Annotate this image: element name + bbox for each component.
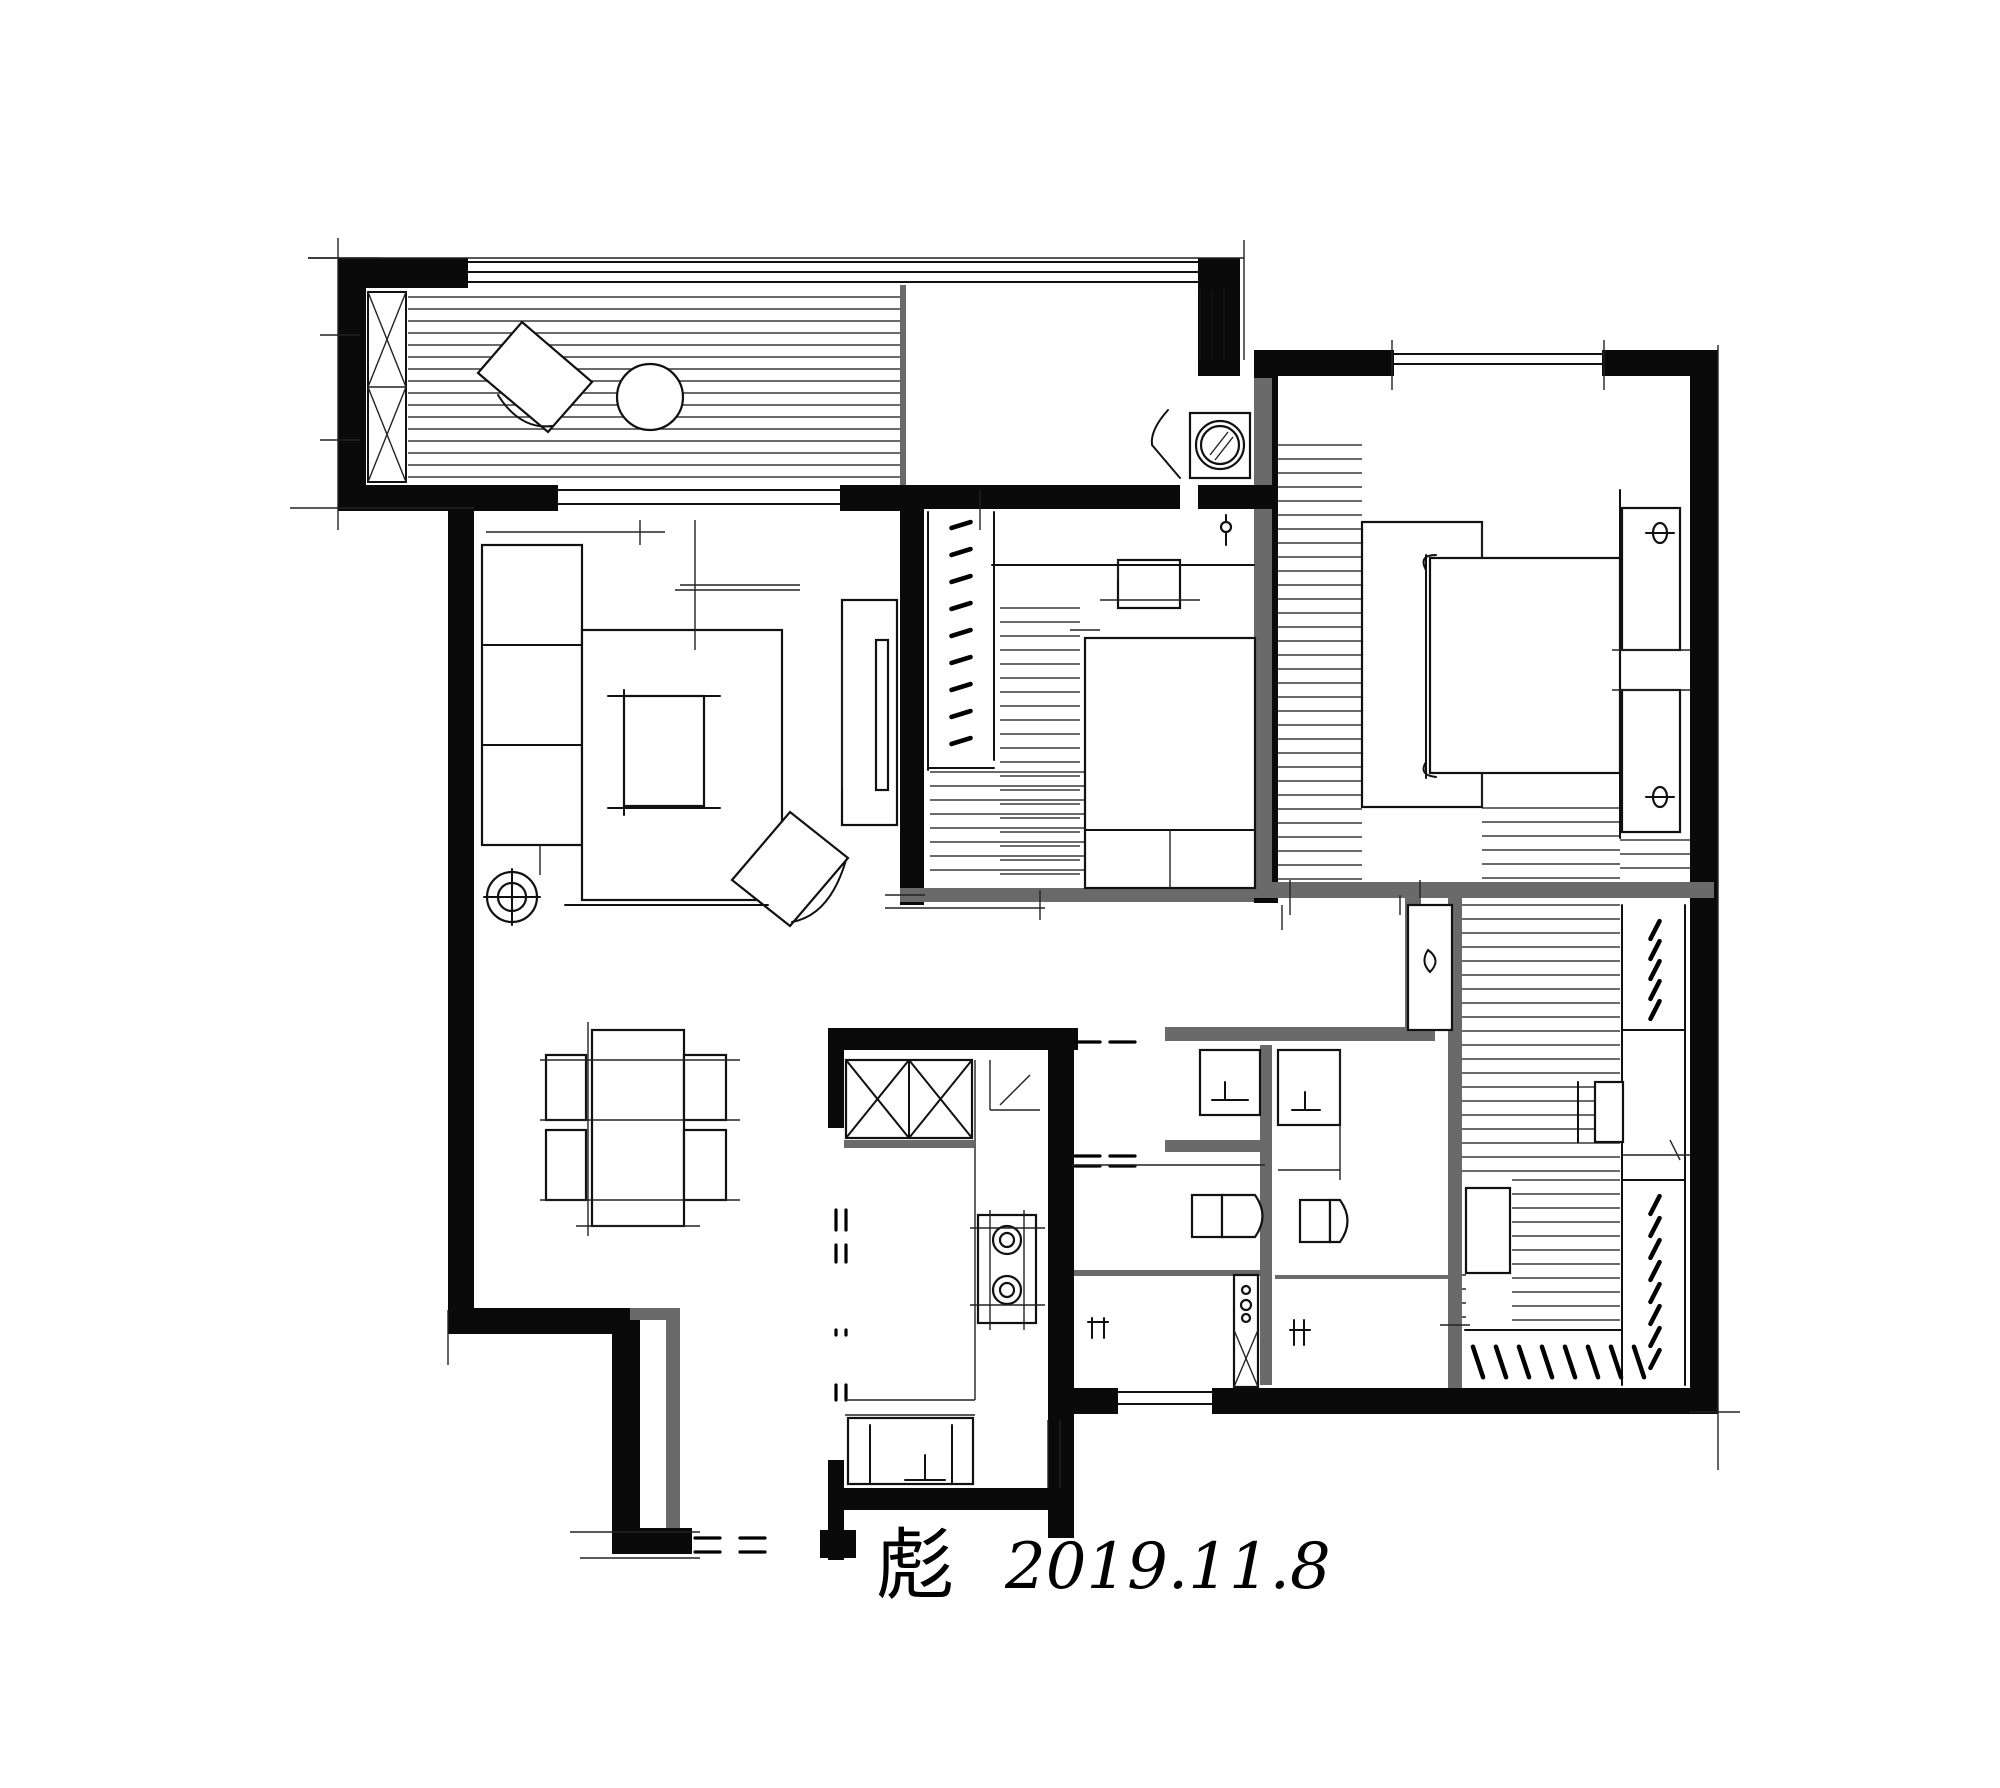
wardrobe-hanger-icon — [1648, 938, 1662, 962]
coffee-table — [607, 689, 721, 816]
washing-machine-icon — [1194, 419, 1246, 471]
bedroom-2 — [927, 490, 1257, 920]
wardrobe-hanger-icon — [1648, 1193, 1662, 1217]
wardrobe-hanger-icon — [949, 735, 973, 747]
storage-shelf — [1232, 1273, 1260, 1389]
wardrobe-hanger-icon — [1470, 1344, 1486, 1380]
signature-block: 彪 2019.11.8 — [876, 1521, 1331, 1611]
windows — [308, 257, 1605, 1488]
side-table — [615, 362, 685, 432]
bedroom-2-floor — [930, 607, 1085, 875]
wardrobe-hanger-icon — [1562, 1344, 1578, 1380]
toilet — [1298, 1198, 1349, 1244]
armchair — [730, 810, 850, 928]
wardrobe-hanger-icon — [1648, 1259, 1662, 1283]
wardrobe-hanger-icon — [1648, 1215, 1662, 1239]
stove-burner-icon — [970, 1210, 1045, 1330]
wardrobe-hanger-icon — [1608, 1344, 1624, 1380]
dining-chair — [544, 1053, 588, 1122]
master-bedroom-floor — [1275, 444, 1690, 880]
wardrobe — [1621, 904, 1686, 1386]
lounge-chair — [476, 320, 594, 434]
shower — [1087, 1317, 1311, 1346]
wardrobe-hanger-icon — [949, 708, 973, 720]
bedroom-3 — [1406, 903, 1690, 1386]
wardrobe-hanger-icon — [1631, 1344, 1647, 1380]
bathroom — [1072, 1048, 1349, 1389]
wardrobe-hanger-icon — [1648, 1325, 1662, 1349]
bed — [1360, 489, 1622, 839]
wardrobe-hanger-icon — [949, 681, 973, 693]
laundry-nook — [1150, 409, 1252, 480]
wardrobe-hanger-icon — [949, 654, 973, 666]
dining-area — [540, 1022, 740, 1236]
signature: 彪 — [876, 1521, 954, 1611]
floor-hatching — [408, 296, 1690, 1321]
sofa — [480, 520, 665, 847]
chair — [1464, 1186, 1512, 1275]
walls — [338, 258, 1718, 1560]
nightstand — [1116, 558, 1182, 610]
wardrobe-hanger-icon — [1648, 1281, 1662, 1305]
bedside-lamp-icon — [1645, 521, 1675, 809]
wardrobe-hanger-icon — [1585, 1344, 1601, 1380]
wardrobe — [1464, 1329, 1647, 1380]
dining-chair — [682, 1053, 728, 1122]
master-bedroom — [1289, 489, 1690, 915]
wardrobe-hanger-icon — [1648, 1303, 1662, 1327]
wardrobe-hanger-icon — [1516, 1344, 1532, 1380]
dimension-ticks — [290, 238, 1740, 1559]
wardrobe-hanger-icon — [1648, 918, 1662, 942]
desk — [1577, 1080, 1690, 1161]
vanity — [1276, 1048, 1342, 1127]
dining-table — [590, 1028, 686, 1228]
wardrobe-hanger-icon — [1648, 958, 1662, 982]
bedside-lamp-icon — [1219, 514, 1233, 546]
kitchen-sink — [846, 1416, 975, 1486]
wardrobe-hanger-icon — [949, 519, 973, 531]
door-openings — [693, 1040, 1137, 1554]
wardrobe-hanger-icon — [1648, 1237, 1662, 1261]
wardrobe-hanger-icon — [1493, 1344, 1509, 1380]
vanity — [1198, 1048, 1262, 1117]
balcony — [367, 291, 685, 483]
dining-chair — [682, 1128, 728, 1202]
bedroom-3-floor — [1462, 904, 1620, 1321]
living-room — [480, 520, 899, 928]
tv-cabinet — [840, 598, 899, 827]
wardrobe-hanger-icon — [1648, 978, 1662, 1002]
dining-chair — [544, 1128, 588, 1202]
wardrobe-hanger-icon — [1648, 1347, 1662, 1371]
bed — [1070, 629, 1257, 890]
kitchen — [844, 1058, 1045, 1486]
date: 2019.11.8 — [1004, 1530, 1331, 1604]
nightstand — [1612, 506, 1690, 834]
wardrobe-hanger-icon — [949, 573, 973, 585]
wardrobe-hanger-icon — [1539, 1344, 1555, 1380]
wardrobe — [927, 511, 995, 771]
wardrobe-hanger-icon — [1648, 998, 1662, 1022]
toilet — [1190, 1193, 1264, 1239]
wardrobe-hanger-icon — [949, 546, 973, 558]
floor-lamp-icon — [483, 868, 541, 926]
wardrobe-hanger-icon — [949, 600, 973, 612]
balcony-floor — [408, 296, 900, 478]
wardrobe-hanger-icon — [949, 627, 973, 639]
